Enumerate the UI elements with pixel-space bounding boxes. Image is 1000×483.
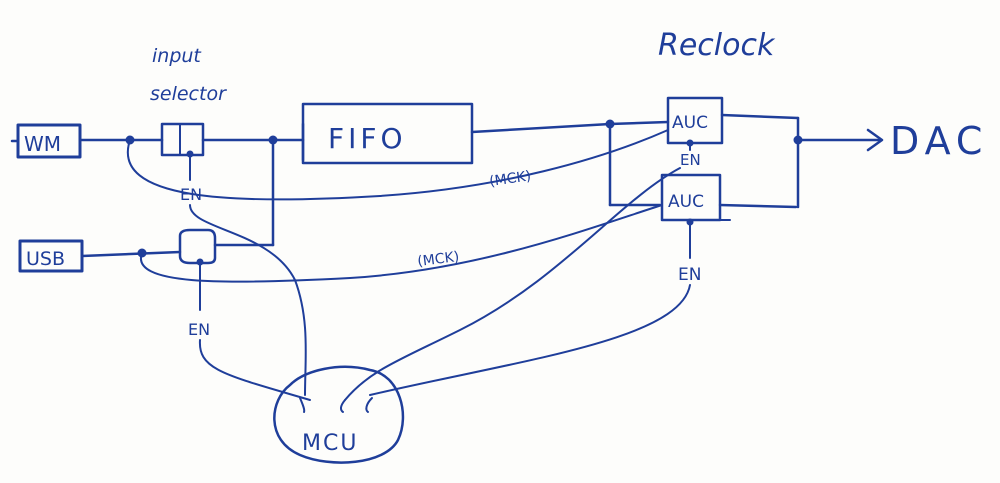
- mck-lower-wire: [139, 204, 663, 283]
- dac-label: DAC: [890, 119, 988, 163]
- usb-wire: [80, 250, 182, 258]
- auc-top-en-node: [686, 139, 694, 147]
- wm-label: WM: [24, 132, 61, 156]
- auc-bottom-label: AUC: [668, 192, 704, 212]
- dac-node: [793, 135, 803, 145]
- usb-label: USB: [26, 248, 65, 270]
- dac-arrow-icon: [866, 128, 884, 152]
- fifo-out-wire: [470, 122, 612, 134]
- en-auc-top-label: EN: [680, 151, 701, 169]
- wm-node: [125, 135, 135, 145]
- usb-node: [137, 248, 147, 258]
- merge-node: [268, 135, 278, 145]
- split-node: [605, 119, 615, 129]
- en-selector-top-wire: [189, 154, 307, 396]
- input-selector-label-line2: selector: [150, 83, 227, 105]
- auc-bottom-out-wire: [718, 203, 798, 209]
- selector-top-switch: [160, 122, 205, 157]
- mck-lower-label: (MCK): [417, 249, 461, 270]
- selector-bottom-switch: [178, 228, 217, 265]
- selector-top-en-node: [186, 150, 194, 158]
- auc-bottom-en-node: [686, 218, 694, 226]
- en-selector-top-label: EN: [180, 185, 202, 204]
- auc-top-label: AUC: [672, 113, 708, 133]
- mcu-bubble: [273, 365, 405, 464]
- reclock-label: Reclock: [658, 28, 776, 63]
- en-auc-bottom-label: EN: [678, 265, 701, 285]
- mck-upper-wire: [126, 129, 669, 201]
- auc-top-box: [666, 96, 724, 145]
- en-selector-bottom-wire: [198, 262, 311, 401]
- fifo-label: FIFO: [328, 122, 407, 155]
- en-auc-bottom-wire: [369, 221, 691, 396]
- en-selector-bottom-label: EN: [188, 320, 210, 339]
- mcu-label: MCU: [302, 431, 358, 456]
- auc-top-out-wire: [720, 113, 800, 120]
- input-selector-label-line1: input: [152, 45, 202, 67]
- selector-bottom-en-node: [196, 258, 204, 266]
- mck-upper-label: (MCK): [488, 168, 532, 190]
